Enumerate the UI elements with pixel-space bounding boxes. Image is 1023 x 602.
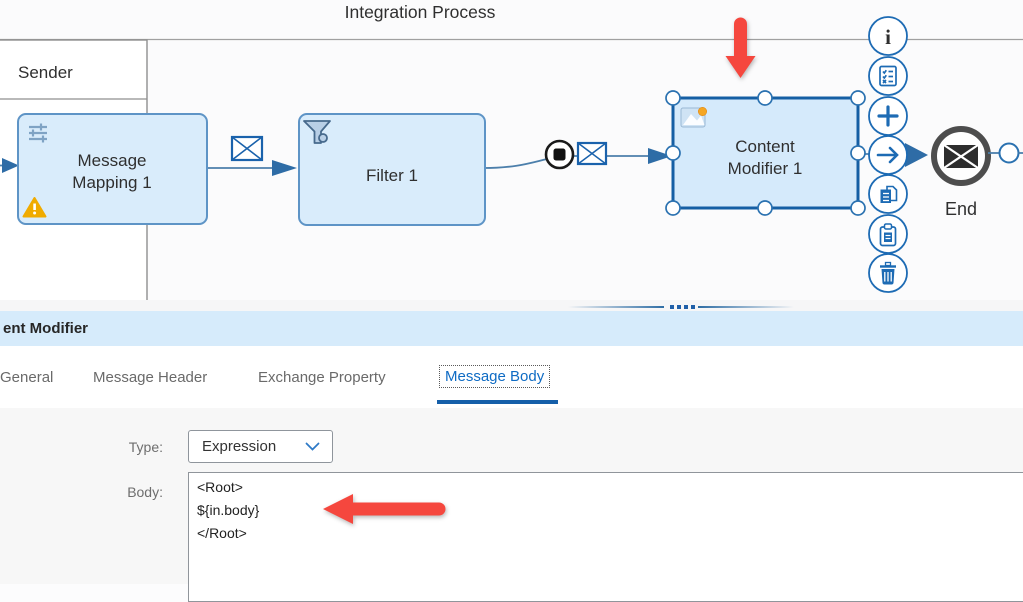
- delete-button[interactable]: [868, 253, 908, 293]
- plus-icon: [877, 105, 899, 127]
- add-button[interactable]: [868, 96, 908, 136]
- node-label-line: Content: [735, 137, 795, 156]
- flow-canvas[interactable]: Integration Process Sender: [0, 0, 1023, 312]
- node-label-line: Modifier 1: [728, 159, 803, 178]
- quick-action-toolbar[interactable]: i: [868, 16, 908, 293]
- terminate-icon: [544, 139, 575, 170]
- info-icon: i: [885, 25, 891, 49]
- annotation-arrow-down-icon: [725, 17, 756, 78]
- splitter-line: [698, 306, 794, 308]
- checklist-icon: [879, 65, 897, 87]
- body-textarea[interactable]: <Root> ${in.body} </Root>: [188, 472, 1023, 602]
- tab-message-header[interactable]: Message Header: [93, 369, 208, 386]
- sequence-flow-filter-cm[interactable]: [483, 139, 672, 170]
- sequence-flow-mm-filter[interactable]: [207, 135, 297, 176]
- connector-button[interactable]: [868, 135, 908, 175]
- end-label: End: [945, 199, 977, 219]
- sequence-flow-arrowhead: [905, 143, 928, 167]
- node-label-line: Mapping 1: [72, 173, 151, 192]
- message-mapping-node[interactable]: Message Mapping 1: [17, 113, 208, 225]
- paste-button[interactable]: [868, 214, 908, 254]
- message-envelope-icon: [576, 141, 608, 166]
- body-label: Body:: [127, 484, 163, 500]
- filter-icon: [303, 120, 331, 144]
- tab-exchange-property[interactable]: Exchange Property: [258, 369, 386, 386]
- copy-button[interactable]: [868, 174, 908, 214]
- content-modifier-node[interactable]: Content Modifier 1: [665, 90, 866, 216]
- info-button[interactable]: i: [868, 16, 908, 56]
- tab-general[interactable]: General: [0, 369, 54, 386]
- chevron-down-icon: [305, 442, 320, 451]
- selection-handles[interactable]: [665, 90, 866, 216]
- filter-node[interactable]: Filter 1: [298, 113, 486, 226]
- sender-label: Sender: [18, 63, 73, 82]
- splitter-line: [568, 306, 664, 308]
- type-select[interactable]: Expression: [188, 430, 333, 463]
- active-tab-underline: [437, 400, 558, 404]
- message-envelope-icon: [230, 135, 264, 162]
- end-envelope-icon: [943, 144, 979, 169]
- content-modifier-icon: [680, 107, 707, 128]
- end-event-node[interactable]: End: [931, 126, 991, 219]
- copy-icon: [880, 185, 898, 203]
- properties-tab-bar: General Message Header Exchange Property…: [0, 346, 1023, 409]
- connection-endpoint-handle[interactable]: [998, 142, 1020, 164]
- panel-title: ent Modifier: [3, 320, 88, 337]
- sequence-flow-in[interactable]: [0, 158, 19, 173]
- type-select-value: Expression: [202, 438, 277, 455]
- properties-panel-header: ent Modifier: [0, 311, 1023, 346]
- annotation-arrow-left-icon: [323, 494, 446, 524]
- sequence-flow-end-out[interactable]: [988, 142, 1023, 164]
- node-label: Filter 1: [366, 166, 418, 185]
- splitter-grip-dots-icon: [670, 305, 695, 309]
- paste-icon: [879, 223, 897, 247]
- details-button[interactable]: [868, 56, 908, 96]
- mapping-icon: [29, 123, 47, 143]
- warning-icon: [22, 197, 47, 218]
- trash-icon: [880, 261, 896, 285]
- message-body-tab-content: Type: Expression Body: <Root> ${in.body}…: [0, 408, 1023, 602]
- tab-message-body[interactable]: Message Body: [439, 365, 551, 388]
- integration-process-title: Integration Process: [345, 2, 496, 22]
- type-label: Type:: [128, 439, 163, 455]
- node-label-line: Message: [78, 151, 147, 170]
- arrow-right-icon: [876, 146, 899, 164]
- panel-splitter-handle[interactable]: [0, 300, 1023, 311]
